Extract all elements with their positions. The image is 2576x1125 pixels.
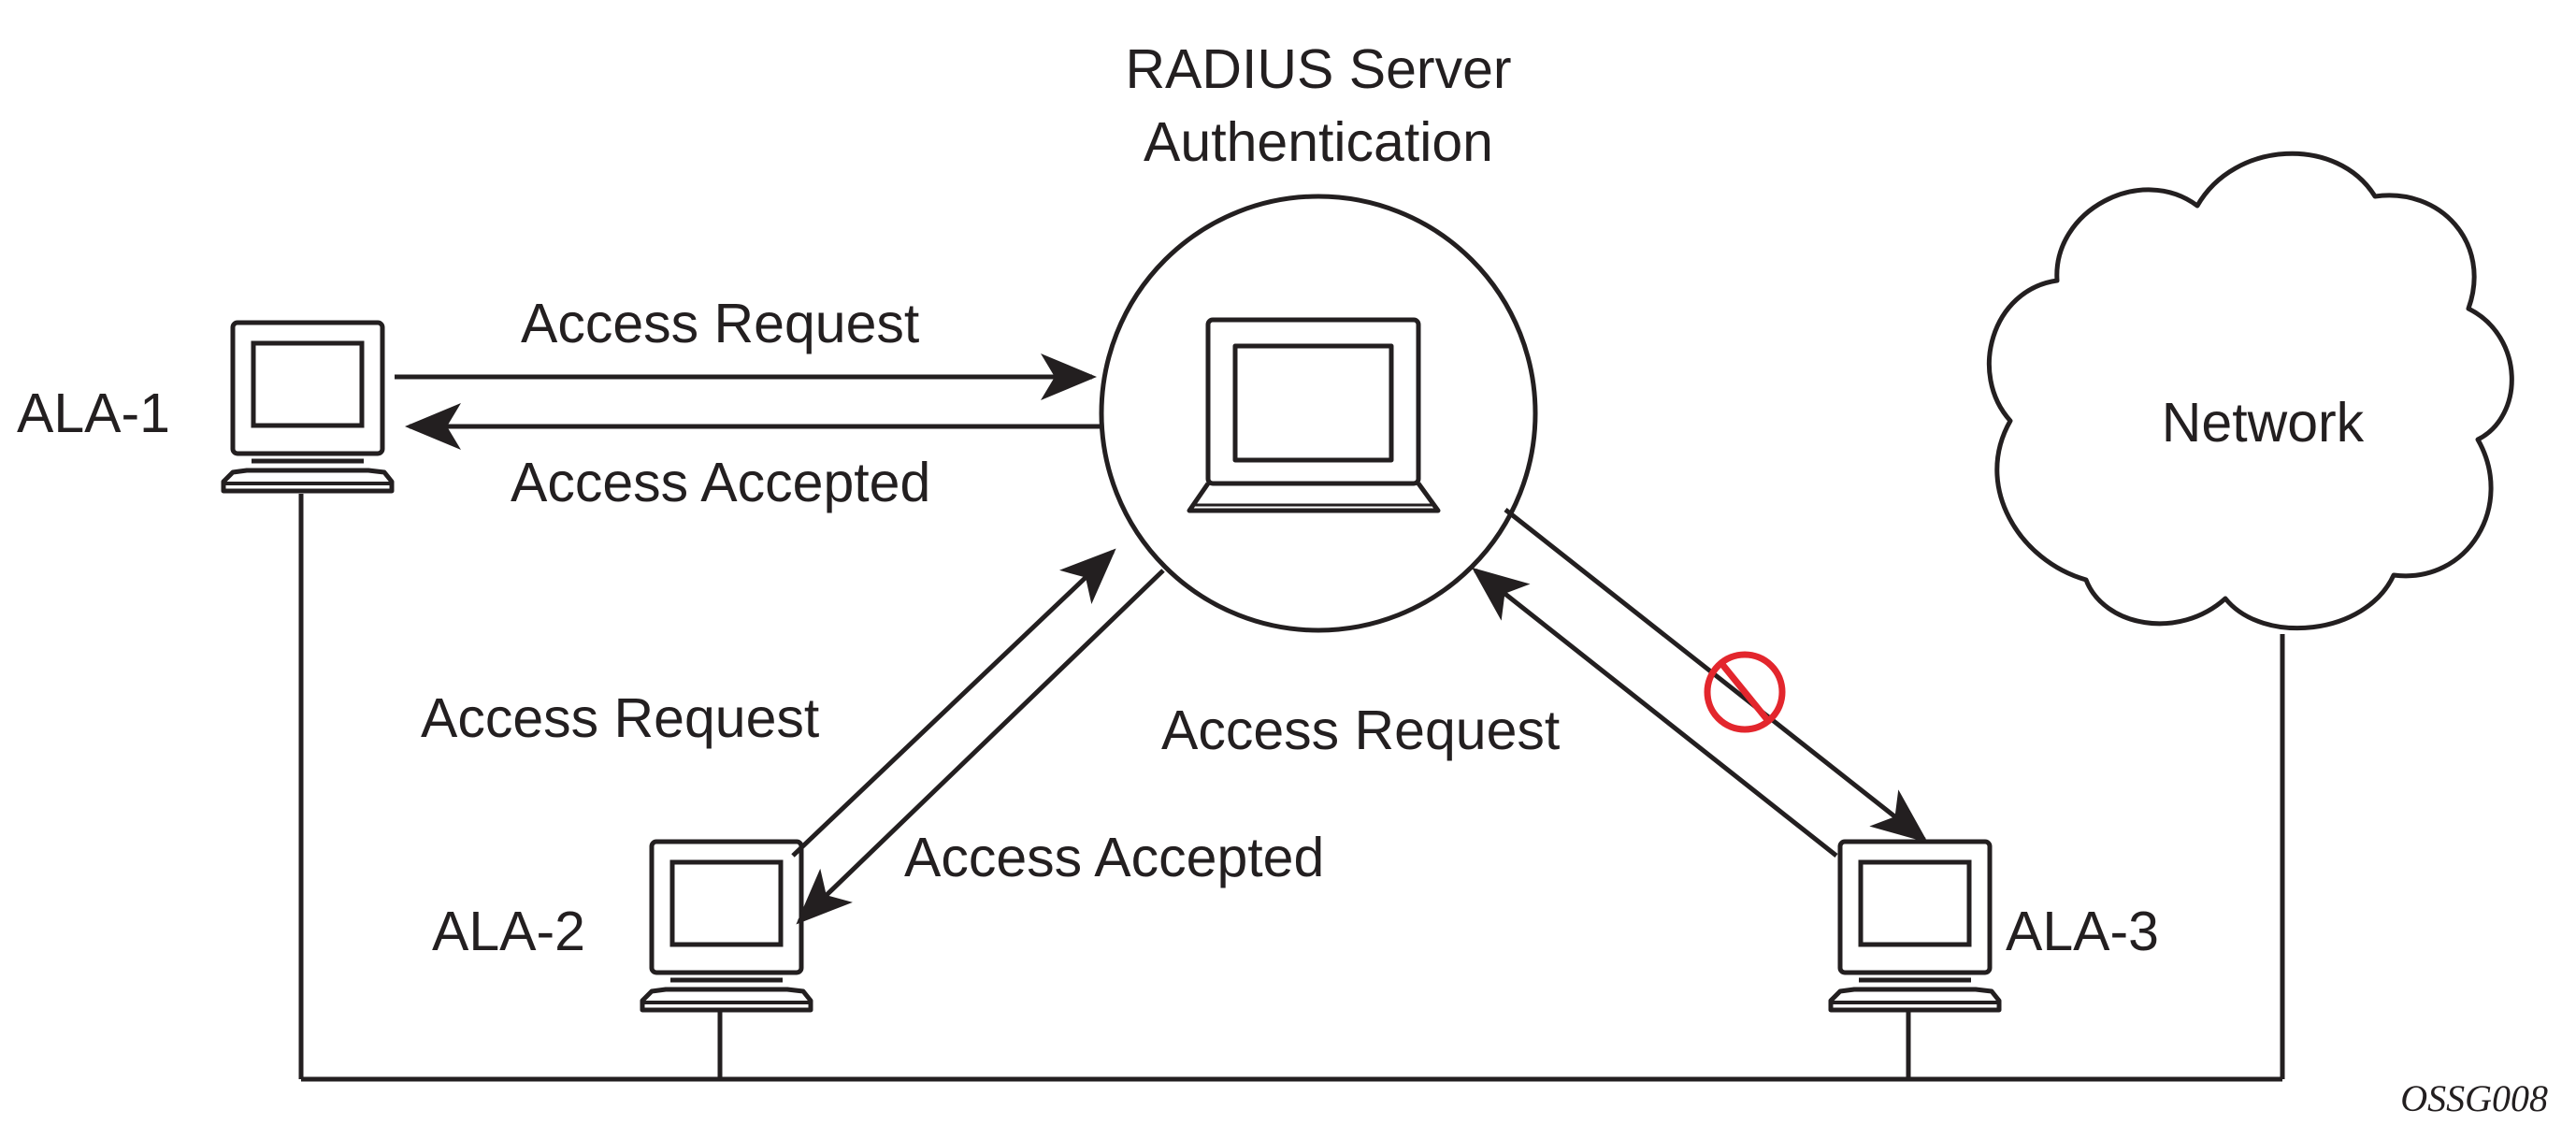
ala1-label: ALA-1 <box>17 382 170 444</box>
terminal-icon <box>642 842 811 1010</box>
ala2-request-arrow <box>791 548 1116 858</box>
ala3-request-arrow <box>1472 567 1838 858</box>
terminal-icon <box>223 323 392 491</box>
ala2-label: ALA-2 <box>432 901 585 962</box>
ala2-accepted-arrow <box>796 569 1165 925</box>
ala2-accepted-label: Access Accepted <box>904 827 1324 888</box>
radius-server[interactable] <box>1099 194 1538 633</box>
title-line-1: RADIUS Server <box>1125 38 1511 100</box>
server-circle <box>1099 194 1538 633</box>
figure-id: OSSG008 <box>2400 1077 2548 1119</box>
ala3-terminal[interactable] <box>1831 842 1999 1010</box>
ala1-accepted-label: Access Accepted <box>511 452 930 513</box>
network-label: Network <box>2162 392 2365 454</box>
ala1-terminal[interactable] <box>223 323 392 491</box>
ala2-request-label: Access Request <box>421 687 819 749</box>
ala2-terminal[interactable] <box>642 842 811 1010</box>
ala1-request-label: Access Request <box>521 293 919 354</box>
cloud-icon <box>1987 151 2514 631</box>
terminal-icon <box>1831 842 1999 1010</box>
ala3-label: ALA-3 <box>2006 901 2159 962</box>
prohibited-icon <box>1704 651 1786 733</box>
lan-bus <box>298 494 2285 1082</box>
ala3-request-label: Access Request <box>1161 700 1560 761</box>
laptop-icon <box>1187 317 1441 513</box>
title-line-2: Authentication <box>1144 111 1493 173</box>
network-cloud[interactable] <box>1987 151 2514 631</box>
